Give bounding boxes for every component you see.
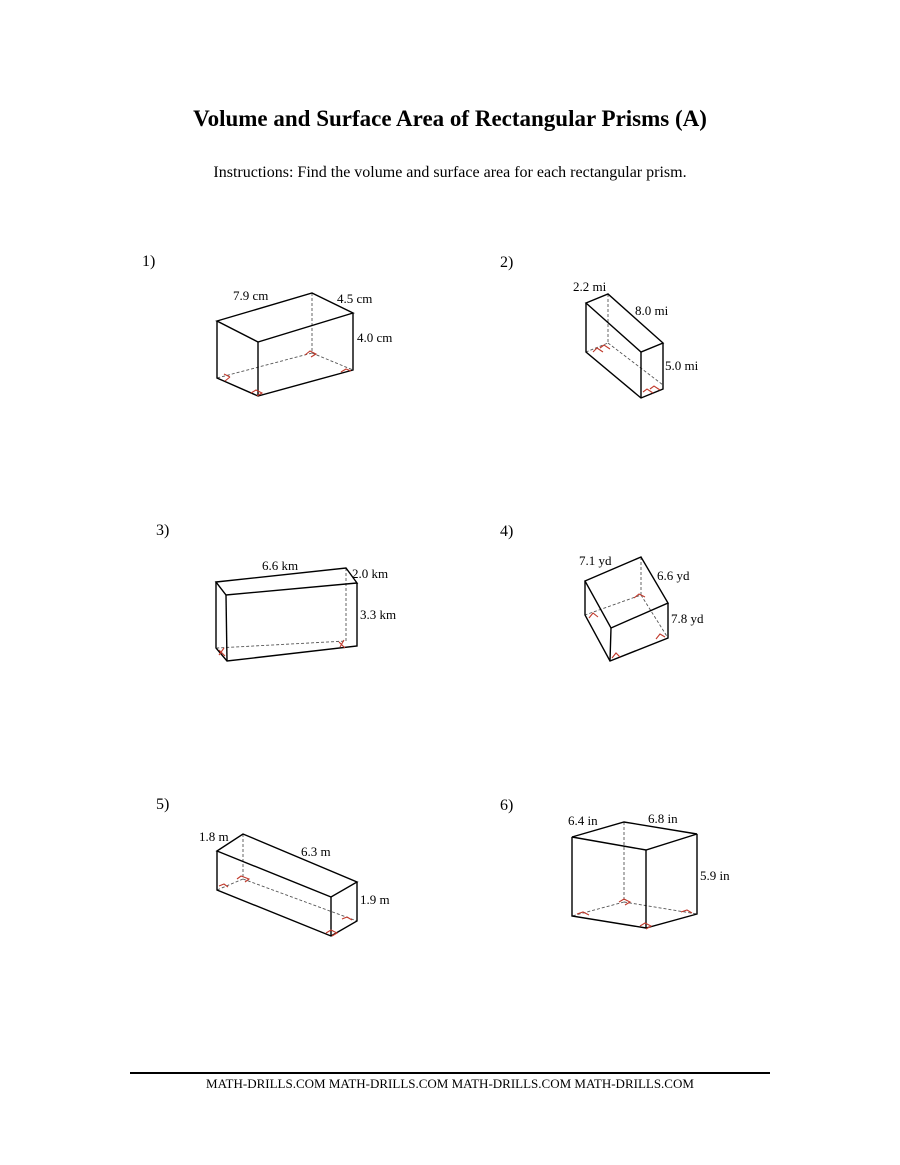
length-label: 7.9 cm	[233, 288, 269, 303]
instructions: Instructions: Find the volume and surfac…	[213, 164, 687, 181]
length-label: 6.8 in	[648, 811, 678, 826]
width-label: 4.5 cm	[337, 291, 373, 306]
problem-number: 2)	[500, 254, 514, 271]
length-label: 8.0 mi	[635, 303, 669, 318]
width-label: 2.0 km	[352, 566, 389, 581]
length-label: 6.3 m	[301, 844, 331, 859]
width-label: 2.2 mi	[573, 279, 607, 294]
height-label: 3.3 km	[360, 607, 397, 622]
length-label: 7.1 yd	[579, 553, 612, 568]
width-label: 6.4 in	[568, 813, 598, 828]
problem-number: 5)	[156, 796, 170, 813]
height-label: 7.8 yd	[671, 611, 704, 626]
problem-number: 3)	[156, 522, 170, 539]
height-label: 4.0 cm	[357, 330, 393, 345]
height-label: 1.9 m	[360, 892, 390, 907]
height-label: 5.9 in	[700, 868, 730, 883]
page-title: Volume and Surface Area of Rectangular P…	[193, 106, 707, 131]
footer-divider	[130, 1072, 770, 1074]
width-label: 6.6 yd	[657, 568, 690, 583]
footer-text: MATH-DRILLS.COM MATH-DRILLS.COM MATH-DRI…	[206, 1076, 694, 1091]
problem-number: 1)	[142, 253, 156, 270]
problem-number: 6)	[500, 797, 514, 814]
width-label: 1.8 m	[199, 829, 229, 844]
problem-number: 4)	[500, 523, 514, 540]
height-label: 5.0 mi	[665, 358, 699, 373]
length-label: 6.6 km	[262, 558, 299, 573]
